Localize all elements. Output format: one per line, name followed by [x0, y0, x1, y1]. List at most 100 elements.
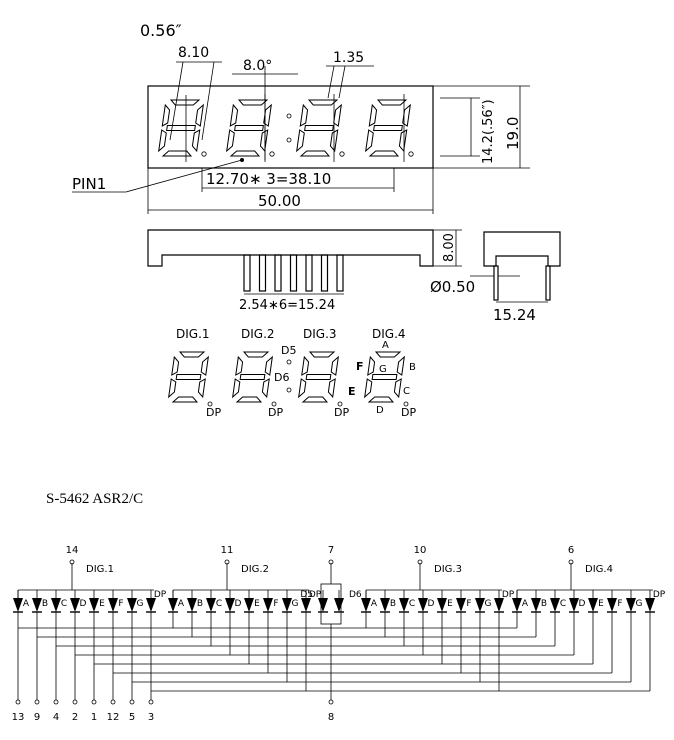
top-digit-2 — [226, 99, 272, 157]
dig4-diode-a — [512, 590, 522, 613]
dig4-diode-d — [569, 590, 579, 613]
seg-digit-3-seg-b — [330, 355, 339, 376]
seg-digit-4-seg-d — [367, 396, 395, 403]
bottom-pin-number-6: 5 — [129, 712, 135, 723]
seg-digit-2-seg-e — [232, 378, 241, 399]
dig2-seg-g: G — [292, 599, 299, 609]
dig4-diode-a-triangle — [512, 598, 522, 612]
seg-digit-3-seg-d — [301, 396, 329, 403]
dig3-diode-dp — [494, 590, 504, 613]
colon-cathode-pin-number: 8 — [328, 712, 334, 723]
seg-dp-2 — [271, 401, 277, 407]
dig4-diode-b — [531, 590, 541, 613]
dig4-diode-c — [550, 590, 560, 613]
dig3-diode-dp-triangle — [494, 598, 504, 612]
dim-1-35: 1.35 — [333, 50, 364, 66]
top-digit-4-seg-c — [398, 129, 408, 153]
side-pin-3 — [274, 254, 282, 292]
top-digit-1-seg-e — [158, 129, 167, 153]
seg-digit-3-seg-g — [305, 374, 332, 380]
schematic-diodes — [13, 590, 655, 613]
dig1-common-pin-number: 14 — [66, 545, 79, 556]
seg-dig1-label: DIG.1 — [176, 327, 210, 341]
dig2-diode-c-triangle — [206, 598, 216, 612]
dig2-diode-dp — [301, 590, 311, 613]
end-pin-left — [493, 265, 499, 301]
dig1-diode-g-triangle — [127, 598, 137, 612]
dig4-seg-c: C — [560, 599, 566, 609]
bottom-pin-number-2: 4 — [53, 712, 59, 723]
end-pin-right — [545, 265, 551, 301]
dig1-diode-a-triangle — [13, 598, 23, 612]
colon-cathode-pin — [328, 699, 334, 705]
dig2-diode-a — [168, 590, 178, 613]
schematic-wires — [15, 559, 653, 705]
seg-dp-1 — [207, 401, 213, 407]
colon-diode-d6-triangle — [334, 598, 344, 612]
seg-digit-2-seg-c — [261, 378, 270, 399]
seg-digit-3-seg-a — [308, 351, 336, 358]
seg-digit-3-seg-c — [327, 378, 336, 399]
dig1-diode-b — [32, 590, 42, 613]
pin1-label: PIN1 — [72, 175, 106, 193]
seg-digit-1-seg-d — [171, 396, 199, 403]
dig4-diode-g — [626, 590, 636, 613]
dig2-diode-d-triangle — [225, 598, 235, 612]
side-pin-5 — [305, 254, 313, 292]
top-digit-2-seg-f — [229, 103, 239, 127]
dig3-label: DIG.3 — [434, 564, 462, 575]
end-view: Ø0.50 15.24 — [430, 231, 561, 324]
depth-dim: 15.24 — [493, 306, 536, 324]
seg-digit-2-seg-f — [235, 355, 244, 376]
dig4-diode-f-triangle — [607, 598, 617, 612]
top-digit-1-seg-d — [161, 150, 193, 157]
dig2-diode-d — [225, 590, 235, 613]
seg-digit-1-seg-g — [175, 374, 202, 380]
dig1-common-pin — [69, 559, 75, 565]
seg-digit-2-seg-g — [239, 374, 266, 380]
dig3-diode-c — [399, 590, 409, 613]
seg-dig4-label: DIG.4 — [372, 327, 406, 341]
dig2-seg-a: A — [178, 599, 185, 609]
dig1-seg-d: D — [80, 599, 87, 609]
dig4-dp-label: DP — [653, 590, 666, 600]
dig2-diode-f — [263, 590, 273, 613]
dig3-common-pin — [417, 559, 423, 565]
top-view: 0.56″ 8.10 8.0° 1.35 14.2(.56″) 19.0 PIN… — [72, 21, 530, 214]
dig1-diode-c — [51, 590, 61, 613]
colon-diode-d5 — [318, 590, 328, 613]
dig1-diode-f-triangle — [108, 598, 118, 612]
seg-c-label: C — [403, 386, 410, 397]
dig4-seg-d: D — [579, 599, 586, 609]
dig4-diode-d-triangle — [569, 598, 579, 612]
seg-dp-4 — [403, 401, 409, 407]
dig1-diode-e — [89, 590, 99, 613]
dig3-diode-e — [437, 590, 447, 613]
top-digit-1-seg-g — [166, 125, 196, 131]
seg-digit-1-seg-f — [171, 355, 180, 376]
bottom-pin-number-1: 9 — [34, 712, 40, 723]
height-dim: 8.00 — [442, 233, 457, 262]
dig4-diode-dp-triangle — [645, 598, 655, 612]
top-dp-3 — [339, 151, 345, 157]
dig4-diode-c-triangle — [550, 598, 560, 612]
dig2-dp-label: DP — [309, 590, 322, 600]
dig1-diode-b-triangle — [32, 598, 42, 612]
top-dp-4 — [408, 151, 414, 157]
dig3-seg-c: C — [409, 599, 415, 609]
dig2-label: DIG.2 — [241, 564, 269, 575]
dig3-diode-c-triangle — [399, 598, 409, 612]
dim-14-2: 14.2(.56″) — [481, 99, 496, 164]
dig1-diode-c-triangle — [51, 598, 61, 612]
dig3-seg-e: E — [447, 599, 453, 609]
top-digit-4-seg-f — [368, 103, 378, 127]
dig2-diode-e — [244, 590, 254, 613]
bottom-pin-2 — [53, 699, 59, 705]
width-dim: 50.00 — [258, 192, 301, 210]
bottom-pin-7 — [148, 699, 154, 705]
dig1-dp-label: DP — [154, 590, 167, 600]
seg-digit-1-seg-e — [168, 378, 177, 399]
bottom-pin-number-4: 1 — [91, 712, 97, 723]
seg-digit-2 — [232, 351, 273, 403]
seg-f-label: F — [356, 360, 364, 373]
